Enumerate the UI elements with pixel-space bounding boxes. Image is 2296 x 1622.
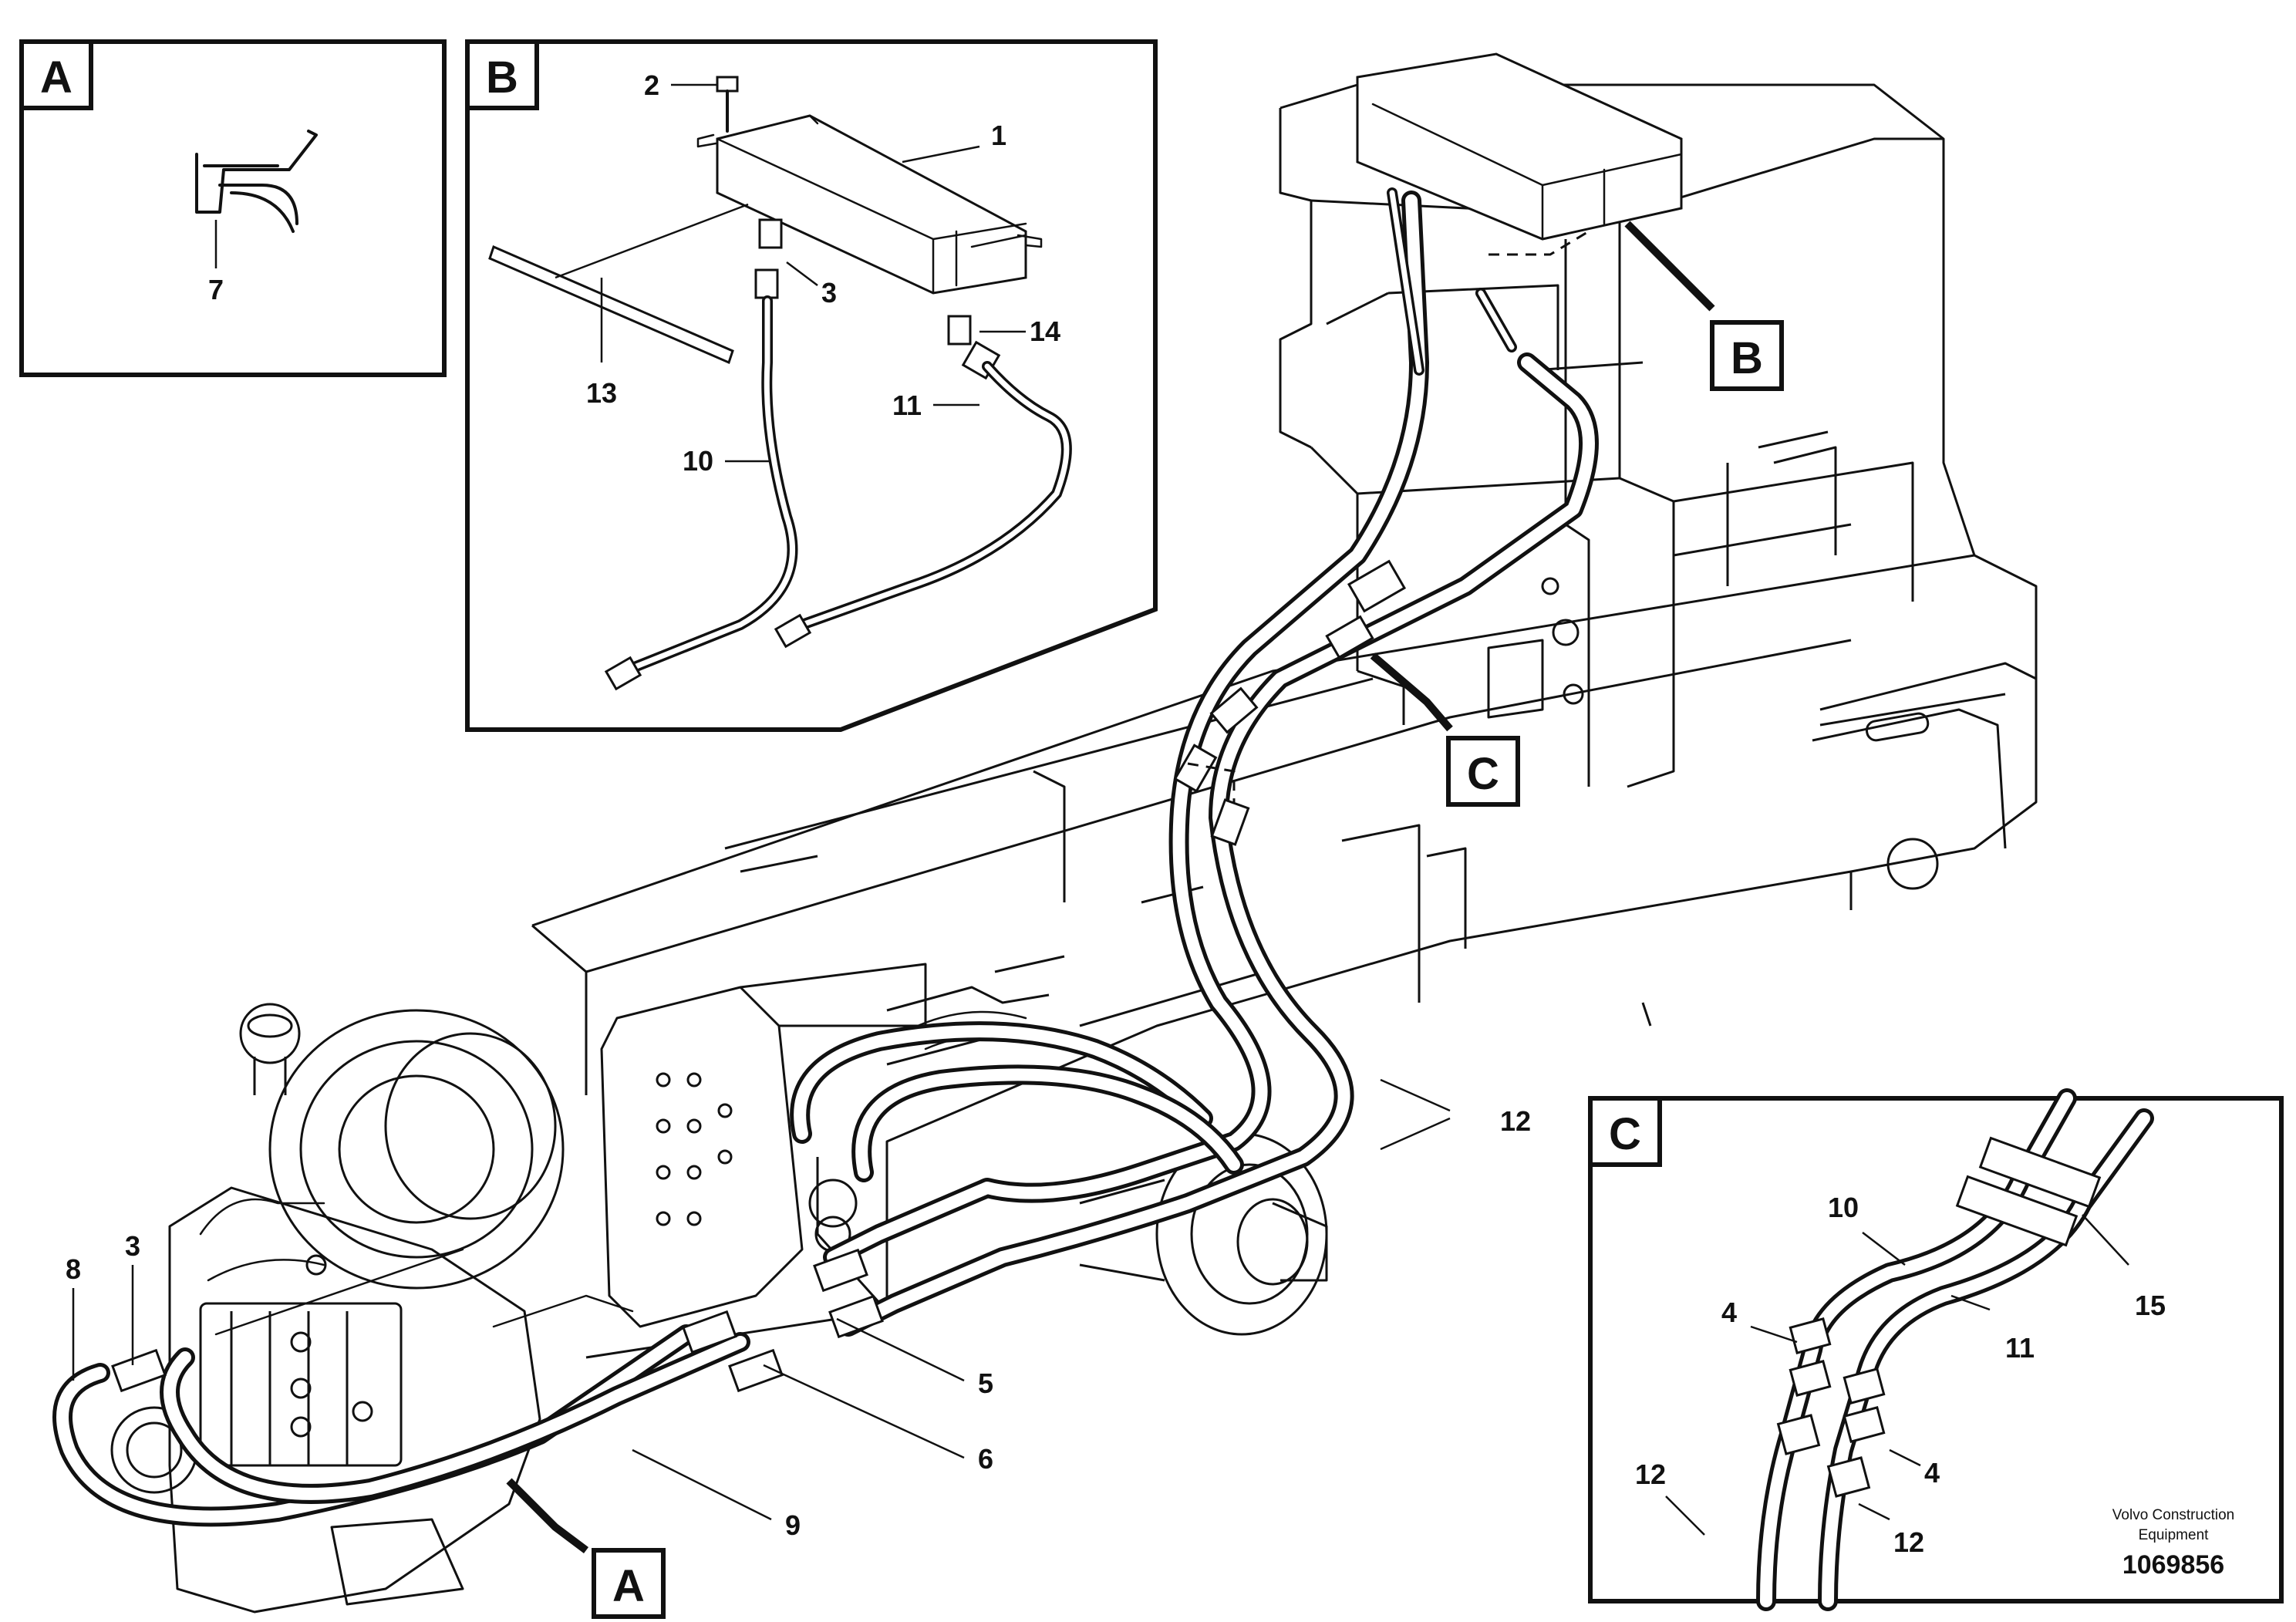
axle-hub [886, 986, 1328, 1336]
part-label-10: 10 [683, 445, 713, 477]
panel-a-letter: A [40, 52, 72, 103]
main-hose-routing [52, 187, 1599, 1527]
part-label-1: 1 [991, 120, 1006, 151]
svg-text:A: A [612, 1561, 645, 1611]
part-label-c12a: 12 [1635, 1458, 1666, 1490]
part-label-14: 14 [1030, 315, 1060, 347]
adapter-3 [758, 218, 783, 249]
part-label-c4a: 4 [1721, 1297, 1737, 1328]
part-label-c12b: 12 [1893, 1526, 1924, 1558]
svg-text:B: B [1731, 333, 1763, 383]
panel-b-letter: B [486, 52, 518, 103]
detail-panel-c: C 10 15 4 11 12 4 12 Volvo Constr [1588, 1088, 2284, 1611]
part-label-6: 6 [978, 1443, 993, 1475]
callout-b: B [1624, 221, 1784, 391]
part-label-3-main: 3 [125, 1230, 140, 1262]
hose-clip-7 [195, 130, 318, 233]
adapter-4b [1843, 1367, 1886, 1404]
bolt-2 [716, 76, 739, 133]
panel-c-letter: C [1609, 1109, 1641, 1159]
part-label-c4b: 4 [1924, 1457, 1940, 1489]
part-label-13: 13 [586, 377, 617, 409]
callout-c: C [1370, 653, 1520, 807]
hose-clamp-15 [1955, 1136, 2102, 1247]
part-label-5: 5 [978, 1367, 993, 1399]
svg-text:C: C [1467, 749, 1499, 799]
detail-ref-line-b [1489, 230, 1590, 256]
chassis-frame [531, 554, 2038, 1359]
part-label-c15: 15 [2135, 1290, 2166, 1321]
part-label-8: 8 [66, 1253, 81, 1285]
mounting-bracket [600, 963, 927, 1328]
part-label-c10: 10 [1828, 1192, 1859, 1223]
detail-panel-a: A 7 [19, 39, 447, 377]
callout-a: A [506, 1478, 666, 1619]
tower-oil-cooler [1356, 52, 1683, 241]
detail-panel-b: B [465, 39, 1158, 732]
oil-cooler-1 [696, 114, 1043, 295]
brand-line-1: Volvo Construction [2112, 1507, 2234, 1523]
document-number: 1069856 [2122, 1550, 2224, 1580]
part-label-3: 3 [821, 277, 837, 309]
main-labels: 12 8 3 5 6 9 [66, 1078, 1531, 1541]
part-label-11: 11 [892, 389, 922, 421]
part-label-c11: 11 [2005, 1332, 2035, 1364]
adapter-14 [947, 315, 972, 346]
sealing-strip-13 [488, 244, 734, 365]
part-label-7: 7 [208, 274, 224, 305]
transmission-assembly [110, 1003, 634, 1614]
part-label-12: 12 [1500, 1105, 1531, 1137]
part-label-2: 2 [644, 69, 659, 101]
detail-ref-line-c [1187, 762, 1236, 802]
brand-line-2: Equipment [2139, 1527, 2210, 1543]
part-label-9: 9 [785, 1509, 801, 1541]
